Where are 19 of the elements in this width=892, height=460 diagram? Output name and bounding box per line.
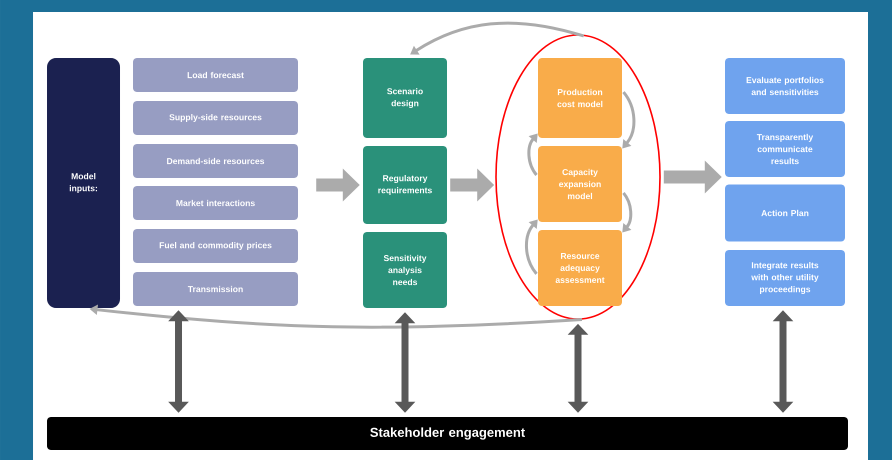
input-box: Market interactions	[133, 186, 298, 220]
model-box: Capacity expansion model	[538, 146, 622, 222]
outcome-box: Evaluate portfolios and sensitivities	[725, 58, 845, 114]
process-box: Scenario design	[363, 58, 447, 138]
engagement-bar: Stakeholder engagement	[47, 417, 848, 450]
process-box: Sensitivity analysis needs	[363, 232, 447, 308]
input-panel: Model inputs:	[47, 58, 120, 308]
input-box: Load forecast	[133, 58, 298, 92]
outcome-box: Transparently communicate results	[725, 121, 845, 177]
model-box: Production cost model	[538, 58, 622, 138]
highlight-ellipse	[495, 34, 661, 320]
input-box: Demand-side resources	[133, 144, 298, 178]
model-box: Resource adequacy assessment	[538, 230, 622, 306]
outcome-box: Action Plan	[725, 184, 845, 242]
process-box: Regulatory requirements	[363, 146, 447, 224]
outcome-box: Integrate results with other utility proceedings	[725, 250, 845, 306]
input-box: Supply-side resources	[133, 101, 298, 135]
input-box: Transmission	[133, 272, 298, 306]
input-box: Fuel and commodity prices	[133, 229, 298, 263]
